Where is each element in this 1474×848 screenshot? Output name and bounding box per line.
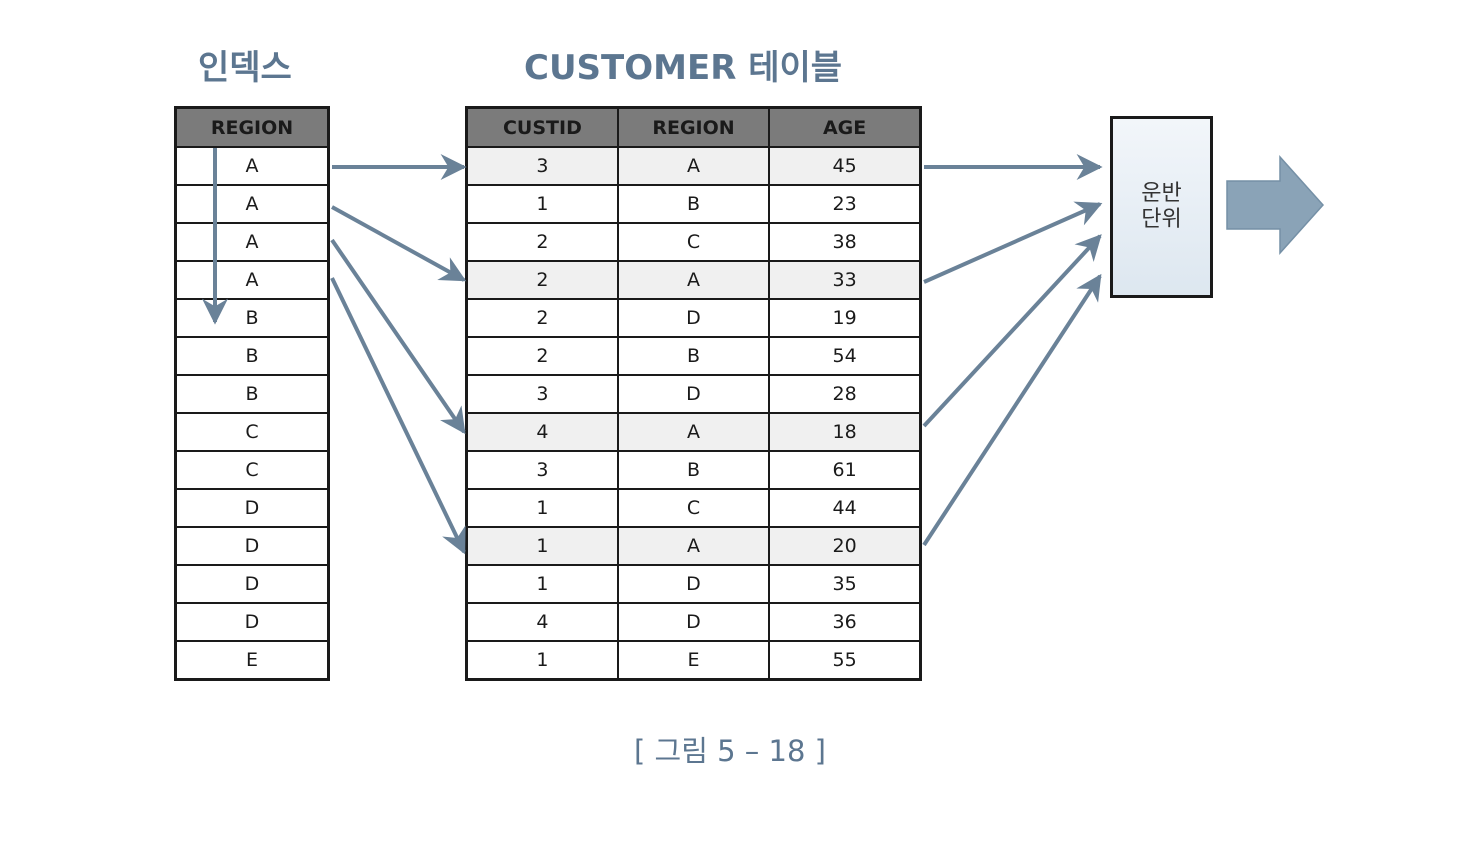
index-to-row-arrow bbox=[330, 277, 466, 555]
index-row: D bbox=[174, 526, 330, 566]
figure-caption: [ 그림 5 – 18 ] bbox=[634, 734, 826, 768]
index-row: A bbox=[174, 260, 330, 300]
header-region: REGION bbox=[616, 106, 771, 148]
custid-cell: 1 bbox=[465, 526, 619, 566]
age-cell: 19 bbox=[768, 298, 922, 338]
index-to-row-arrow bbox=[331, 205, 467, 282]
age-cell: 23 bbox=[768, 184, 922, 224]
custid-cell: 2 bbox=[465, 336, 619, 376]
custid-cell: 4 bbox=[465, 412, 619, 452]
region-cell: E bbox=[616, 640, 771, 681]
age-cell: 61 bbox=[768, 450, 922, 490]
index-to-row-arrow bbox=[330, 238, 466, 435]
age-cell: 38 bbox=[768, 222, 922, 262]
index-row: D bbox=[174, 564, 330, 604]
age-cell: 20 bbox=[768, 526, 922, 566]
index-row: C bbox=[174, 450, 330, 490]
age-cell: 28 bbox=[768, 374, 922, 414]
transfer-unit-line2: 단위 bbox=[1141, 207, 1182, 232]
index-row: B bbox=[174, 374, 330, 414]
custid-cell: 2 bbox=[465, 298, 619, 338]
row-to-unit-arrow bbox=[922, 273, 1102, 547]
region-cell: B bbox=[616, 450, 771, 490]
index-row: B bbox=[174, 298, 330, 338]
index-row: B bbox=[174, 336, 330, 376]
region-cell: D bbox=[616, 374, 771, 414]
region-cell: A bbox=[616, 526, 771, 566]
region-cell: D bbox=[616, 602, 771, 642]
index-header-region: REGION bbox=[174, 106, 330, 148]
custid-cell: 1 bbox=[465, 184, 619, 224]
header-custid: CUSTID bbox=[465, 106, 619, 148]
region-cell: C bbox=[616, 222, 771, 262]
output-block-arrow bbox=[1226, 155, 1325, 255]
age-cell: 18 bbox=[768, 412, 922, 452]
region-cell: A bbox=[616, 412, 771, 452]
index-row: D bbox=[174, 488, 330, 528]
region-cell: C bbox=[616, 488, 771, 528]
age-cell: 44 bbox=[768, 488, 922, 528]
age-cell: 36 bbox=[768, 602, 922, 642]
index-row: A bbox=[174, 184, 330, 224]
age-cell: 54 bbox=[768, 336, 922, 376]
index-table: REGION A A A A B B B C C D D D D E bbox=[174, 106, 330, 681]
custid-cell: 3 bbox=[465, 374, 619, 414]
index-row: D bbox=[174, 602, 330, 642]
custid-cell: 3 bbox=[465, 450, 619, 490]
index-row: C bbox=[174, 412, 330, 452]
index-row: E bbox=[174, 640, 330, 681]
custid-cell: 1 bbox=[465, 488, 619, 528]
transfer-unit-box: 운반 단위 bbox=[1110, 116, 1213, 298]
region-cell: D bbox=[616, 564, 771, 604]
region-cell: B bbox=[616, 184, 771, 224]
custid-cell: 2 bbox=[465, 222, 619, 262]
age-cell: 33 bbox=[768, 260, 922, 300]
age-cell: 45 bbox=[768, 146, 922, 186]
row-to-unit-arrow bbox=[923, 201, 1103, 284]
index-row: A bbox=[174, 222, 330, 262]
index-title: 인덱스 bbox=[198, 48, 292, 88]
age-cell: 35 bbox=[768, 564, 922, 604]
region-cell: D bbox=[616, 298, 771, 338]
customer-table-title: CUSTOMER 테이블 bbox=[524, 48, 843, 88]
age-cell: 55 bbox=[768, 640, 922, 681]
region-cell: B bbox=[616, 336, 771, 376]
region-cell: A bbox=[616, 146, 771, 186]
custid-cell: 4 bbox=[465, 602, 619, 642]
custid-cell: 2 bbox=[465, 260, 619, 300]
transfer-unit-label: 운반 단위 bbox=[1141, 181, 1181, 233]
custid-cell: 1 bbox=[465, 640, 619, 681]
header-age: AGE bbox=[768, 106, 922, 148]
index-row: A bbox=[174, 146, 330, 186]
transfer-unit-line1: 운반 bbox=[1141, 181, 1182, 206]
region-cell: A bbox=[616, 260, 771, 300]
row-to-unit-arrow bbox=[922, 234, 1102, 428]
custid-cell: 3 bbox=[465, 146, 619, 186]
custid-cell: 1 bbox=[465, 564, 619, 604]
